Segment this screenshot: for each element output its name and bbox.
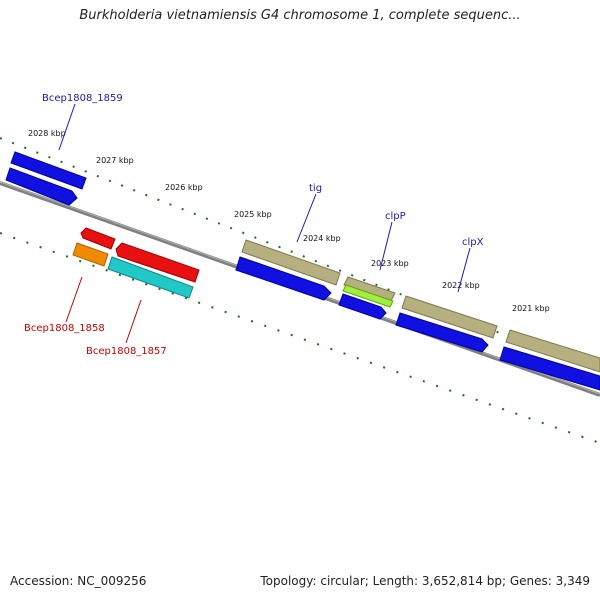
gene-label-bcep1808-1857[interactable]: Bcep1808_1857 <box>86 346 167 357</box>
gene-bcep1808-1859[interactable] <box>10 151 87 190</box>
gene-label-clpX[interactable]: clpX <box>462 237 484 248</box>
leader-line <box>58 103 76 151</box>
kbp-label: 2025 kbp <box>234 210 272 219</box>
gene-red-large[interactable] <box>115 242 200 283</box>
gene-label-tig[interactable]: tig <box>309 183 322 194</box>
accession-text: Accession: NC_009256 <box>10 574 147 588</box>
gene-label-clpP[interactable]: clpP <box>385 211 406 222</box>
gene-red-small[interactable] <box>80 227 116 250</box>
gene-tig[interactable] <box>241 239 341 286</box>
gene-blue-arrow-tig[interactable] <box>235 256 332 301</box>
kbp-label: 2023 kbp <box>371 259 409 268</box>
kbp-label: 2026 kbp <box>165 183 203 192</box>
map-title: Burkholderia vietnamiensis G4 chromosome… <box>79 8 521 23</box>
gene-label-bcep1808-1859[interactable]: Bcep1808_1859 <box>42 93 123 104</box>
leader-line <box>296 193 317 243</box>
leader-line <box>125 299 142 344</box>
gene-blue-arrow-clpp[interactable] <box>338 293 387 320</box>
gene-bcep1808-1857[interactable] <box>107 256 194 299</box>
leader-line <box>457 247 471 293</box>
leader-line <box>65 276 83 323</box>
kbp-label: 2027 kbp <box>96 156 134 165</box>
kbp-label: 2021 kbp <box>512 304 550 313</box>
gene-blue-right[interactable] <box>499 346 600 391</box>
topology-summary: Topology: circular; Length: 3,652,814 bp… <box>260 574 590 588</box>
gene-arrow-blue[interactable] <box>5 167 78 206</box>
kbp-label: 2024 kbp <box>303 234 341 243</box>
gene-bcep1808-1858[interactable] <box>72 242 109 267</box>
kbp-label: 2028 kbp <box>28 129 66 138</box>
gene-clpP[interactable] <box>342 284 394 308</box>
kbp-label: 2022 kbp <box>442 281 480 290</box>
gene-clpX[interactable] <box>401 295 498 339</box>
gene-blue-arrow-clpx[interactable] <box>395 312 489 353</box>
gene-label-bcep1808-1858[interactable]: Bcep1808_1858 <box>24 323 105 334</box>
gene-olive-right[interactable] <box>505 329 600 373</box>
leader-line <box>379 221 393 271</box>
